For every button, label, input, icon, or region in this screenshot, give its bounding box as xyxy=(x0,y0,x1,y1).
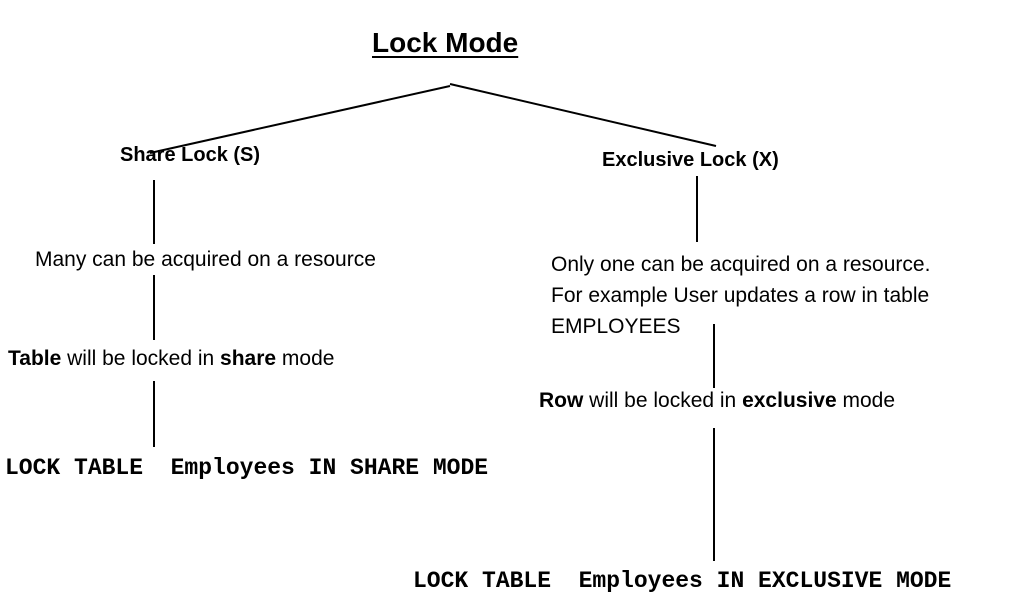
share-mode-middle: will be locked in xyxy=(61,347,221,370)
exclusive-lock-mode-text: Row will be locked in exclusive mode xyxy=(539,390,895,411)
exclusive-description-line: Only one can be acquired on a resource. xyxy=(551,253,931,276)
share-mode-tail: mode xyxy=(276,347,335,370)
exclusive-mode-subject: Row xyxy=(539,389,584,412)
exclusive-lock-label: Exclusive Lock (X) xyxy=(602,149,779,171)
exclusive-description-line: For example User updates a row in table xyxy=(551,284,930,307)
exclusive-mode-middle: will be locked in xyxy=(583,389,743,412)
share-lock-mode-text: Table will be locked in share mode xyxy=(8,348,334,369)
exclusive-mode-keyword: exclusive xyxy=(742,389,837,412)
exclusive-description-line: EMPLOYEES xyxy=(551,315,681,338)
root-to-share-line xyxy=(149,85,451,154)
share-mode-subject: Table xyxy=(8,347,62,370)
share-mode-keyword: share xyxy=(220,347,277,370)
share-lock-sql: LOCK TABLE Employees IN SHARE MODE xyxy=(5,455,489,481)
share-lock-description: Many can be acquired on a resource xyxy=(35,248,376,271)
exclusive-mode-tail: mode xyxy=(836,389,896,412)
exclusive-lock-sql: LOCK TABLE Employees IN EXCLUSIVE MODE xyxy=(413,568,952,594)
share-lock-label: Share Lock (S) xyxy=(120,144,261,166)
root-to-exclusive-line xyxy=(449,83,717,147)
diagram-title: Lock Mode xyxy=(372,27,519,58)
exclusive-lock-description: Only one can be acquired on a resource. … xyxy=(551,249,930,342)
